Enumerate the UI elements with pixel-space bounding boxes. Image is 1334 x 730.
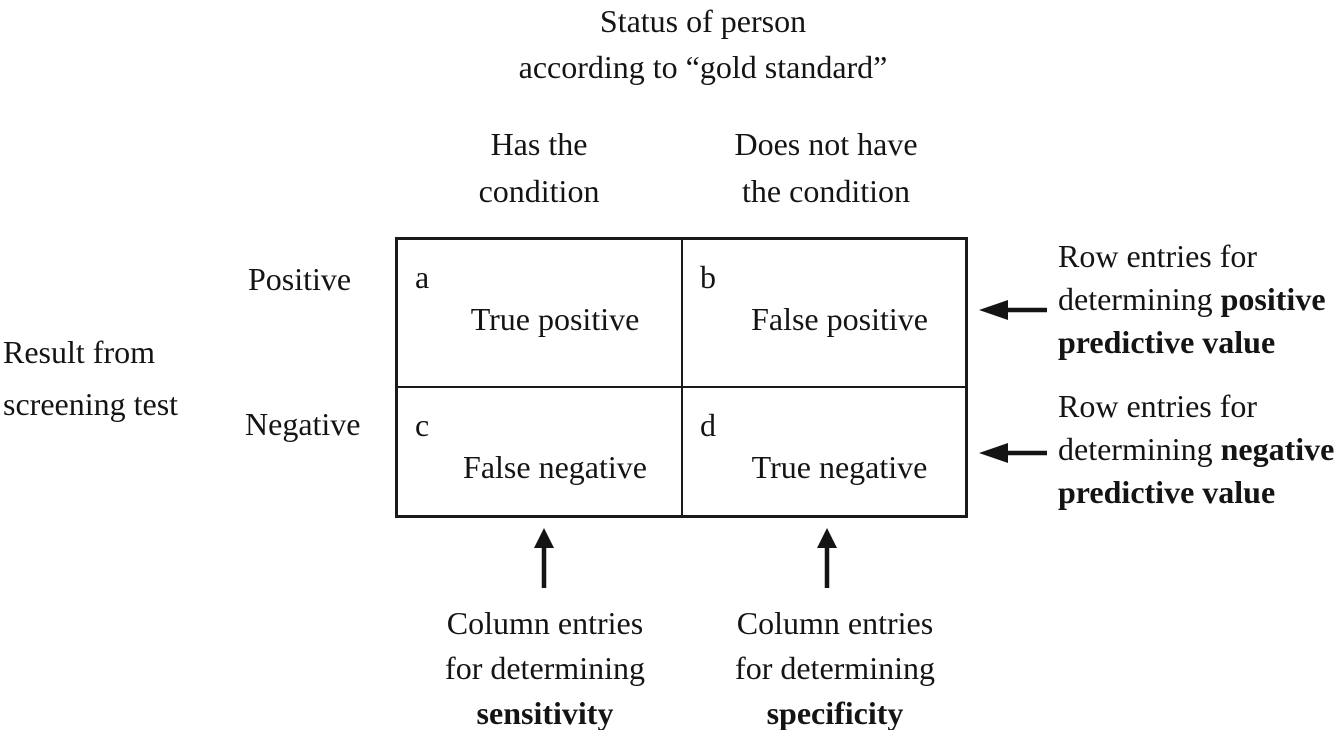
title: Status of person according to “gold stan… xyxy=(519,0,888,90)
column-annotation-sensitivity: Column entries for determining sensitivi… xyxy=(445,605,645,730)
arrow-up-icon xyxy=(532,528,556,596)
cell-letter: b xyxy=(700,259,716,295)
cell-label: True negative xyxy=(751,449,928,485)
contingency-table: a True positive b False positive c False… xyxy=(395,237,968,518)
column-header-no-condition: Does not have the condition xyxy=(734,126,918,209)
column-header-has-condition: Has the condition xyxy=(478,126,600,209)
cell-c-false-negative: c False negative xyxy=(398,388,683,515)
cell-label: True positive xyxy=(470,301,640,337)
row-annotation-npv: Row entries for determining negative pre… xyxy=(1058,388,1334,510)
arrow-left-icon xyxy=(979,436,1047,473)
column-annotation-specificity: Column entries for determining specifici… xyxy=(735,605,935,730)
title-line-2: according to “gold standard” xyxy=(518,49,888,85)
title-line-1: Status of person xyxy=(599,3,807,39)
row-label-negative: Negative xyxy=(245,406,361,442)
row-annotation-ppv: Row entries for determining positive pre… xyxy=(1058,238,1326,360)
left-axis-label: Result from screening test xyxy=(3,334,179,422)
cell-letter: c xyxy=(415,407,430,443)
cell-b-false-positive: b False positive xyxy=(683,240,965,388)
cell-label: False negative xyxy=(463,449,647,485)
arrow-left-icon xyxy=(979,293,1047,330)
cell-a-true-positive: a True positive xyxy=(398,240,683,388)
cell-label: False positive xyxy=(751,301,928,337)
row-label-positive: Positive xyxy=(248,261,352,297)
arrow-up-icon xyxy=(815,528,839,596)
cell-letter: d xyxy=(700,407,716,443)
cell-letter: a xyxy=(415,259,430,295)
cell-d-true-negative: d True negative xyxy=(683,388,965,515)
